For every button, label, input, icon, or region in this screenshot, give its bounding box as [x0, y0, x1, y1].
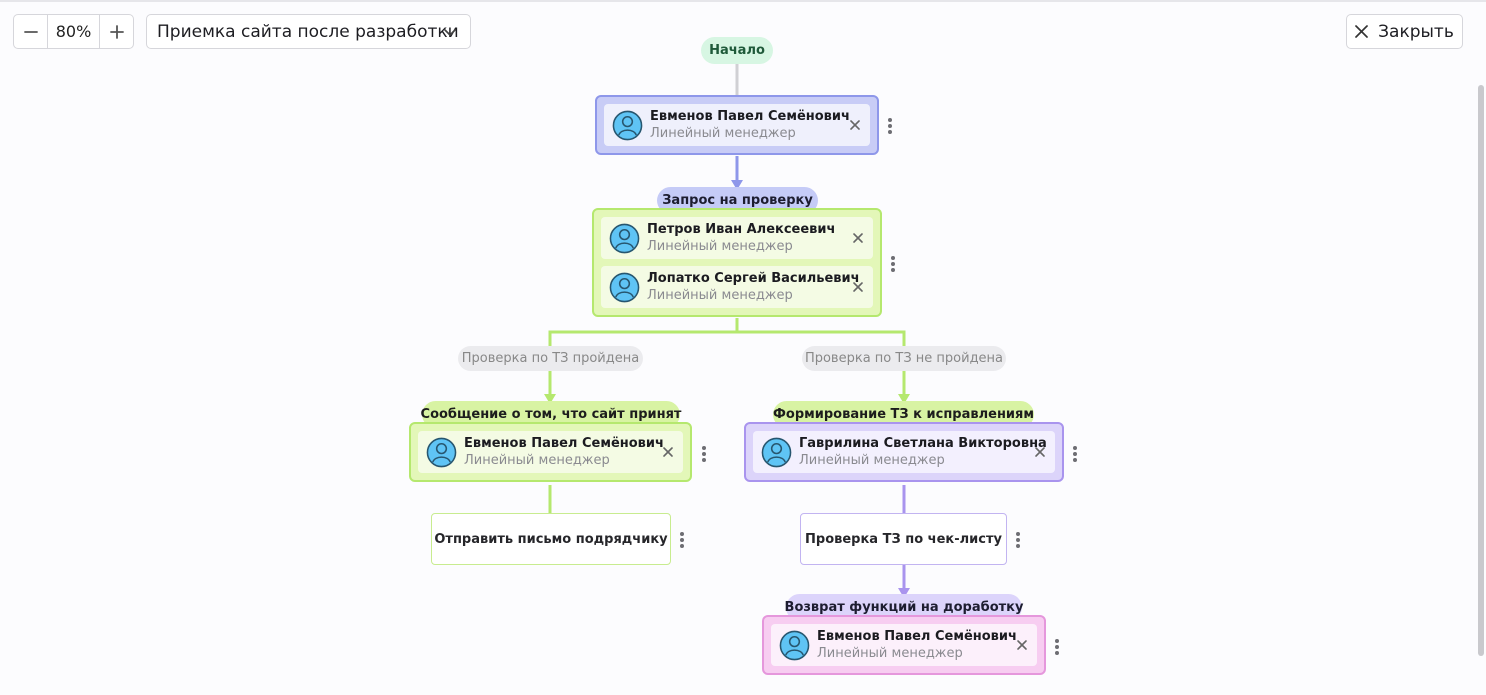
remove-icon[interactable]	[848, 118, 862, 132]
assignee-card[interactable]: Петров Иван Алексеевич Линейный менеджер	[601, 217, 873, 259]
condition-label: Проверка по ТЗ не пройдена	[802, 346, 1006, 371]
assignee-card[interactable]: Евменов Павел Семёнович Линейный менедже…	[771, 624, 1037, 666]
zoom-value: 80%	[47, 15, 100, 48]
assignee-role: Линейный менеджер	[650, 126, 796, 141]
assignee-card[interactable]: Гаврилина Светлана Викторовна Линейный м…	[753, 431, 1055, 473]
vertical-scrollbar[interactable]	[1478, 85, 1484, 656]
stage-box: Евменов Павел Семёнович Линейный менедже…	[762, 615, 1046, 675]
remove-icon[interactable]	[851, 280, 865, 294]
top-divider	[0, 0, 1486, 2]
close-icon	[1355, 25, 1368, 38]
user-avatar-icon	[612, 110, 643, 140]
assignee-role: Линейный менеджер	[647, 288, 793, 303]
close-button-label: Закрыть	[1378, 21, 1454, 42]
zoom-control: 80%	[13, 14, 134, 49]
more-options-icon[interactable]	[1052, 637, 1062, 657]
more-options-icon[interactable]	[1013, 530, 1023, 550]
user-avatar-icon	[761, 437, 792, 467]
assignee-name: Лопатко Сергей Васильевич	[647, 271, 860, 286]
zoom-out-button[interactable]	[14, 15, 47, 48]
chevron-down-icon	[444, 29, 456, 36]
more-options-icon[interactable]	[888, 254, 898, 274]
assignee-role: Линейный менеджер	[799, 453, 945, 468]
user-avatar-icon	[426, 437, 457, 467]
assignee-role: Линейный менеджер	[464, 453, 610, 468]
action-send-email[interactable]: Отправить письмо подрядчику	[431, 513, 671, 565]
remove-icon[interactable]	[1033, 445, 1047, 459]
stage-box: Евменов Павел Семёнович Линейный менедже…	[595, 95, 879, 155]
user-avatar-icon	[609, 223, 640, 253]
remove-icon[interactable]	[851, 231, 865, 245]
user-avatar-icon	[609, 272, 640, 302]
zoom-in-button[interactable]	[100, 15, 133, 48]
process-select[interactable]: Приемка сайта после разработки	[146, 14, 471, 49]
more-options-icon[interactable]	[699, 444, 709, 464]
more-options-icon[interactable]	[885, 116, 895, 136]
assignee-name: Евменов Павел Семёнович	[817, 629, 1017, 644]
assignee-name: Евменов Павел Семёнович	[464, 436, 664, 451]
plus-icon	[109, 24, 124, 39]
assignee-card[interactable]: Евменов Павел Семёнович Линейный менедже…	[604, 104, 870, 146]
close-button[interactable]: Закрыть	[1346, 14, 1463, 49]
assignee-name: Евменов Павел Семёнович	[650, 109, 850, 124]
assignee-card[interactable]: Лопатко Сергей Васильевич Линейный менед…	[601, 266, 873, 308]
assignee-role: Линейный менеджер	[817, 646, 963, 661]
action-check-spec[interactable]: Проверка ТЗ по чек-листу	[800, 513, 1007, 565]
minus-icon	[23, 30, 38, 33]
assignee-card[interactable]: Евменов Павел Семёнович Линейный менедже…	[418, 431, 683, 473]
assignee-name: Гаврилина Светлана Викторовна	[799, 436, 1047, 451]
process-select-value: Приемка сайта после разработки	[157, 21, 459, 42]
more-options-icon[interactable]	[677, 530, 687, 550]
more-options-icon[interactable]	[1070, 444, 1080, 464]
start-node[interactable]: Начало	[701, 37, 773, 64]
remove-icon[interactable]	[1015, 638, 1029, 652]
assignee-name: Петров Иван Алексеевич	[647, 222, 836, 237]
stage-box: Гаврилина Светлана Викторовна Линейный м…	[744, 422, 1064, 482]
remove-icon[interactable]	[661, 445, 675, 459]
stage-box: Петров Иван Алексеевич Линейный менеджер…	[592, 208, 882, 317]
assignee-role: Линейный менеджер	[647, 239, 793, 254]
stage-box: Евменов Павел Семёнович Линейный менедже…	[409, 422, 692, 482]
condition-label: Проверка по ТЗ пройдена	[458, 346, 643, 371]
user-avatar-icon	[779, 630, 810, 660]
